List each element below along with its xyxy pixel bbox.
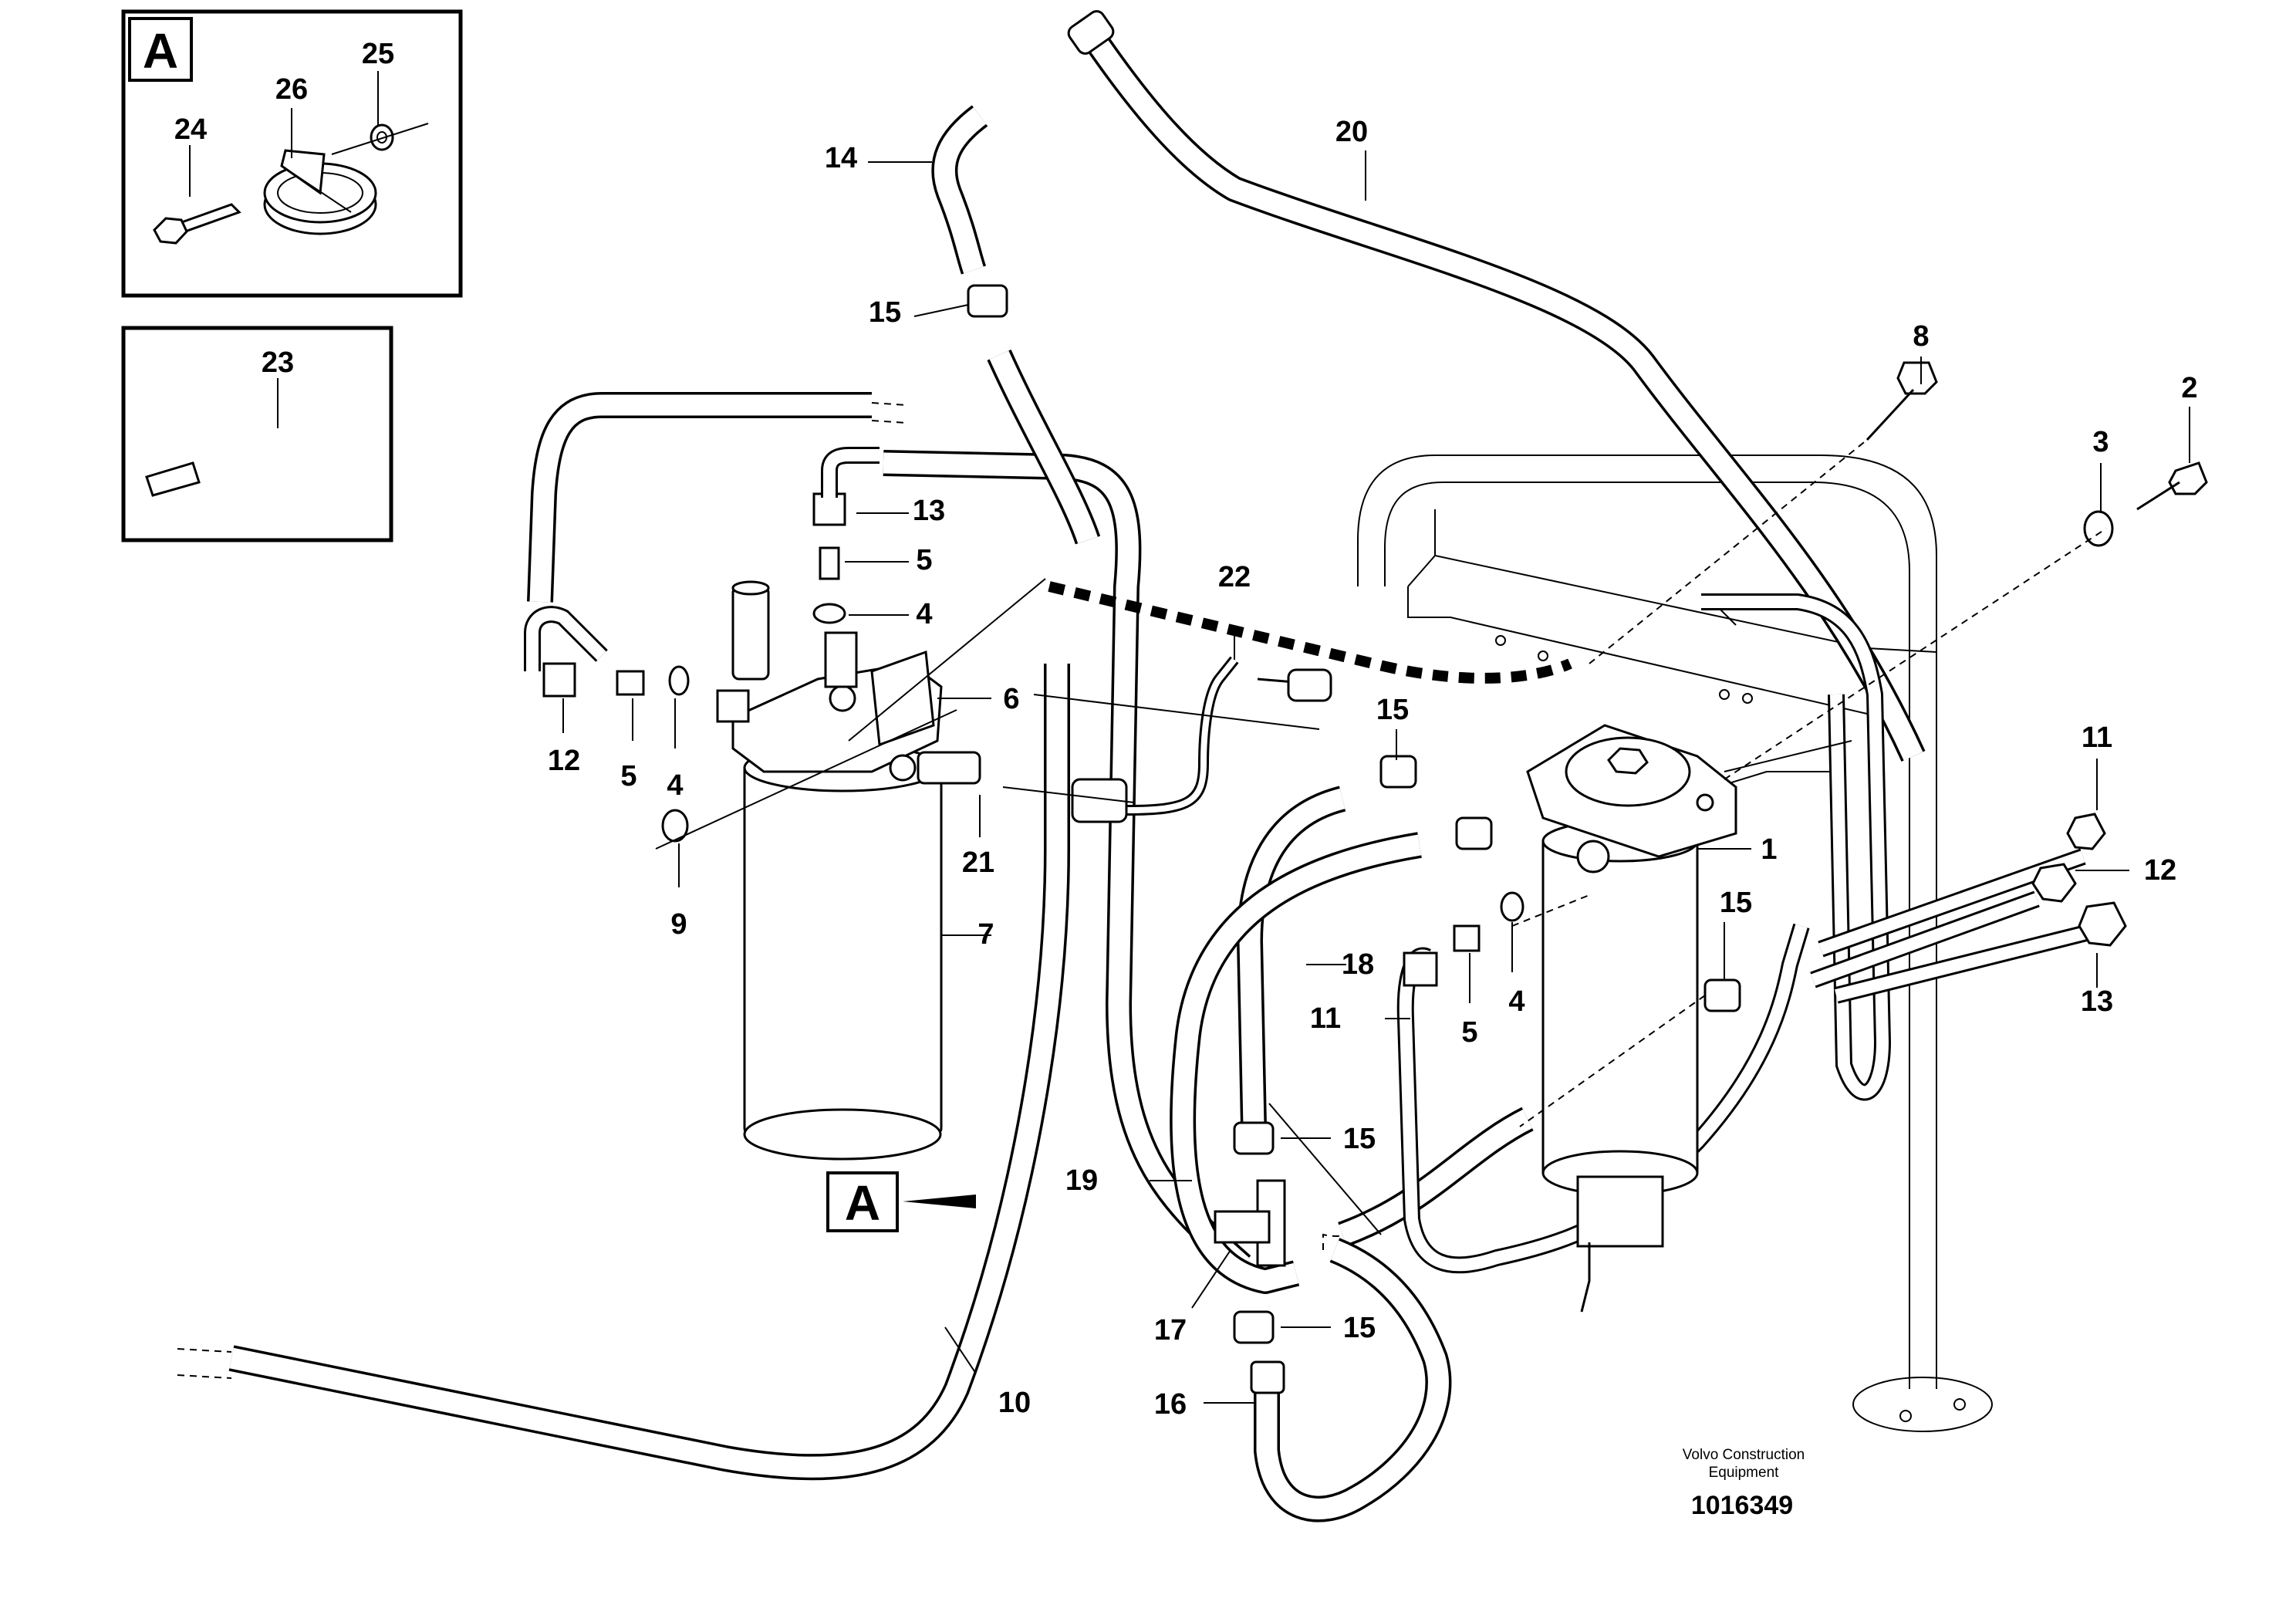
- callout-12-right: 12: [2144, 854, 2176, 887]
- callout-15-right: 15: [1720, 887, 1752, 919]
- pipe-to-outlet: [524, 606, 608, 671]
- water-separator-1: [1526, 724, 1737, 1313]
- callout-16: 16: [1154, 1388, 1187, 1421]
- hose-20: [1067, 10, 1926, 762]
- hose-big-u: [1170, 832, 1534, 1294]
- detail-a-letter: A: [143, 23, 178, 79]
- footer-credit: Volvo Construction Equipment 1016349: [1683, 1447, 1805, 1520]
- hose-upper-loop: [527, 392, 907, 603]
- callout-2: 2: [2181, 372, 2197, 404]
- callout-13-upper: 13: [913, 495, 945, 527]
- callout-11-right: 11: [2082, 721, 2112, 754]
- hose-14: [931, 105, 1101, 545]
- washer-25-illustration: [331, 123, 429, 155]
- callout-19: 19: [1065, 1164, 1098, 1197]
- callout-10: 10: [998, 1387, 1031, 1419]
- callout-labels: 14 15 13 5 4 6 7 21 12 5 4 9 22 15 18 11…: [548, 116, 2198, 1421]
- fuel-filter-7: [716, 580, 943, 1161]
- callout-5-upper: 5: [916, 544, 932, 576]
- bolt-24-illustration: [153, 203, 241, 245]
- callout-15-top: 15: [869, 296, 901, 329]
- fittings: [542, 284, 2208, 1394]
- pipe-11: [1396, 923, 1810, 1274]
- callout-11-mid: 11: [1310, 1002, 1341, 1035]
- cable-tie-23-illustration: [145, 434, 357, 497]
- pipe-right-return: [1701, 593, 1891, 1101]
- reference-lines: [655, 439, 2107, 1235]
- view-marker-letter: A: [845, 1175, 880, 1231]
- callout-5-left: 5: [620, 760, 636, 792]
- callout-15-mid: 15: [1376, 694, 1409, 726]
- callout-21: 21: [962, 846, 994, 879]
- callout-23: 23: [262, 346, 294, 379]
- callout-14: 14: [825, 142, 857, 174]
- document-number: 1016349: [1691, 1491, 1793, 1520]
- credit-line-1: Volvo Construction: [1683, 1447, 1805, 1463]
- callout-20: 20: [1335, 116, 1368, 148]
- leader-lines: [562, 150, 2190, 1404]
- callout-26: 26: [275, 73, 308, 106]
- callout-25: 25: [362, 38, 394, 70]
- detail-a-box: A 24 26 25: [121, 9, 463, 298]
- hose-10: [177, 664, 1070, 1481]
- callout-12-left: 12: [548, 745, 580, 777]
- callout-9: 9: [670, 908, 687, 941]
- callout-15-lower: 15: [1343, 1123, 1376, 1155]
- detail-cable-tie-box: 23: [121, 326, 393, 542]
- callout-7: 7: [977, 918, 994, 951]
- callout-1: 1: [1761, 833, 1777, 866]
- clip-26-illustration: [263, 149, 377, 235]
- callout-18: 18: [1342, 948, 1374, 981]
- callout-22: 22: [1218, 561, 1251, 593]
- callout-24: 24: [174, 113, 207, 146]
- callout-8: 8: [1913, 320, 1929, 353]
- hose-18: [1237, 786, 1346, 1127]
- callout-5-right: 5: [1461, 1016, 1477, 1049]
- callout-17: 17: [1154, 1314, 1187, 1347]
- callout-6: 6: [1003, 683, 1019, 715]
- callout-4-right: 4: [1508, 985, 1524, 1018]
- callout-15-bottom: 15: [1343, 1312, 1376, 1344]
- callout-13-right: 13: [2081, 985, 2113, 1018]
- callout-4-upper: 4: [916, 598, 932, 630]
- hose-16: [1254, 1238, 1452, 1522]
- view-marker-a: A: [826, 1171, 976, 1232]
- callout-4-left: 4: [667, 769, 683, 802]
- credit-line-2: Equipment: [1709, 1465, 1780, 1481]
- callout-3: 3: [2092, 426, 2109, 458]
